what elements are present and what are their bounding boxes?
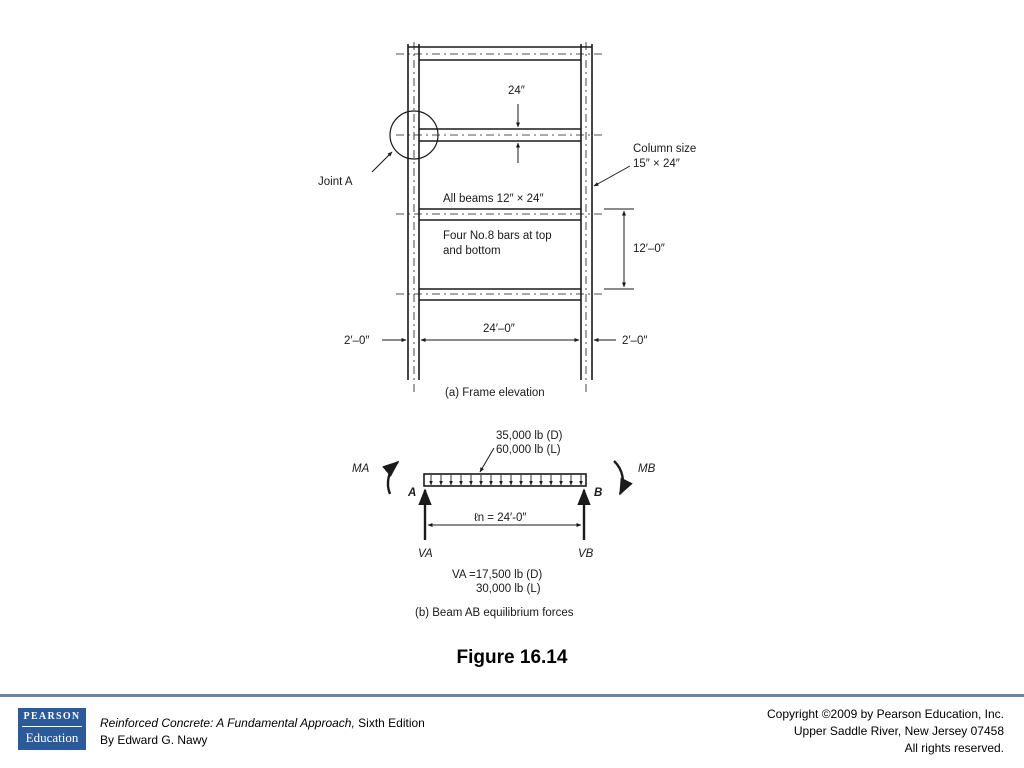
beam-equilibrium bbox=[382, 447, 633, 540]
logo-top-text: PEARSON bbox=[23, 711, 81, 722]
book-info: Reinforced Concrete: A Fundamental Appro… bbox=[100, 715, 425, 749]
span-label: 24′–0″ bbox=[483, 323, 515, 335]
moment-left-arrow bbox=[382, 460, 400, 495]
middle-beam bbox=[419, 208, 581, 221]
beam-ab bbox=[419, 128, 581, 142]
support-a-label: A bbox=[407, 487, 416, 499]
column-size-label-2: 15″ × 24″ bbox=[633, 158, 680, 170]
left-column bbox=[407, 44, 420, 380]
joint-a-leader bbox=[371, 151, 393, 173]
frame-elevation bbox=[371, 42, 634, 392]
clear-span-label: ℓn = 24′-0″ bbox=[474, 512, 526, 524]
rights-line: All rights reserved. bbox=[904, 741, 1004, 755]
copyright-line: Copyright ©2009 by Pearson Education, In… bbox=[767, 707, 1004, 721]
load-leader bbox=[479, 447, 495, 473]
moment-right-arrow bbox=[613, 460, 633, 496]
book-edition: Sixth Edition bbox=[354, 716, 425, 730]
right-column bbox=[580, 44, 593, 380]
book-author: By Edward G. Nawy bbox=[100, 733, 208, 747]
story-height-dimension bbox=[604, 208, 634, 290]
va-dead-label: VA =17,500 lb (D) bbox=[452, 569, 542, 581]
load-live-label: 60,000 lb (L) bbox=[496, 444, 561, 456]
book-title-line: Reinforced Concrete: A Fundamental Appro… bbox=[100, 715, 425, 732]
beam-equilibrium-caption: (b) Beam AB equilibrium forces bbox=[415, 607, 574, 619]
logo-divider bbox=[22, 726, 82, 727]
copyright-block: Copyright ©2009 by Pearson Education, In… bbox=[767, 706, 1004, 757]
bars-label-2: and bottom bbox=[443, 245, 501, 257]
frame-elevation-caption: (a) Frame elevation bbox=[445, 387, 545, 399]
beam-labels: 35,000 lb (D) 60,000 lb (L) MA MB A B ℓn… bbox=[352, 430, 656, 619]
reaction-left-label: VA bbox=[418, 548, 433, 560]
support-b-label: B bbox=[594, 487, 602, 499]
moment-right-label: MB bbox=[638, 463, 656, 475]
bars-label-1: Four No.8 bars at top bbox=[443, 230, 552, 242]
va-live-label: 30,000 lb (L) bbox=[476, 583, 541, 595]
moment-left-label: MA bbox=[352, 463, 370, 475]
lower-beam bbox=[419, 288, 581, 301]
joint-a-circle bbox=[389, 110, 439, 160]
center-lines bbox=[396, 42, 604, 392]
load-dead-label: 35,000 lb (D) bbox=[496, 430, 563, 442]
beam-depth-label: 24″ bbox=[508, 85, 525, 97]
frame-labels: 24″ Column size 15″ × 24″ Joint A All be… bbox=[318, 85, 696, 399]
book-title: Reinforced Concrete: A Fundamental Appro… bbox=[100, 716, 355, 730]
footer-divider bbox=[0, 694, 1024, 697]
roof-beam bbox=[408, 46, 592, 61]
pearson-education-logo: PEARSON Education bbox=[18, 708, 86, 750]
column-size-label-1: Column size bbox=[633, 143, 696, 155]
column-size-leader bbox=[593, 165, 631, 187]
beams-size-label: All beams 12″ × 24″ bbox=[443, 193, 544, 205]
beam-ab-body bbox=[423, 473, 587, 487]
address-line: Upper Saddle River, New Jersey 07458 bbox=[793, 724, 1004, 738]
reaction-right-label: VB bbox=[578, 548, 594, 560]
figure-caption: Figure 16.14 bbox=[456, 647, 568, 668]
overhang-left-label: 2′–0″ bbox=[344, 335, 369, 347]
logo-bottom-text: Education bbox=[25, 730, 79, 745]
frame-figure: 24″ Column size 15″ × 24″ Joint A All be… bbox=[318, 42, 696, 619]
distributed-load-arrows bbox=[429, 475, 583, 486]
overhang-right-label: 2′–0″ bbox=[622, 335, 647, 347]
story-height-label: 12′–0″ bbox=[633, 243, 665, 255]
joint-a-label: Joint A bbox=[318, 176, 353, 188]
